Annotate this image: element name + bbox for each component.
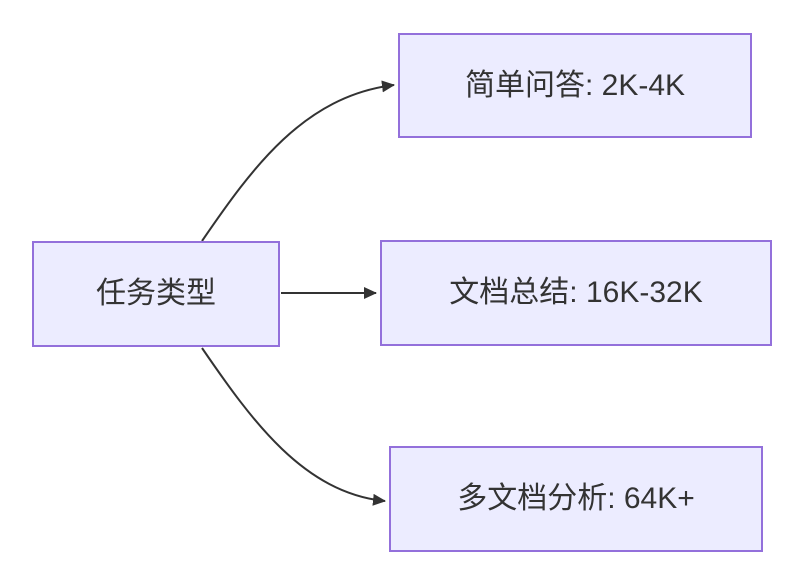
edge-root-to-simple-qa	[201, 80, 395, 242]
edge-root-to-multi-doc	[201, 347, 386, 506]
node-doc-summary: 文档总结: 16K-32K	[380, 240, 772, 346]
node-doc-summary-label: 文档总结: 16K-32K	[449, 276, 703, 309]
node-multi-doc-label: 多文档分析: 64K+	[457, 482, 695, 515]
node-simple-qa: 简单问答: 2K-4K	[398, 33, 752, 138]
node-multi-doc: 多文档分析: 64K+	[389, 446, 763, 552]
node-task-type-label: 任务类型	[96, 277, 216, 310]
node-task-type: 任务类型	[32, 241, 280, 347]
node-simple-qa-label: 简单问答: 2K-4K	[464, 68, 686, 102]
